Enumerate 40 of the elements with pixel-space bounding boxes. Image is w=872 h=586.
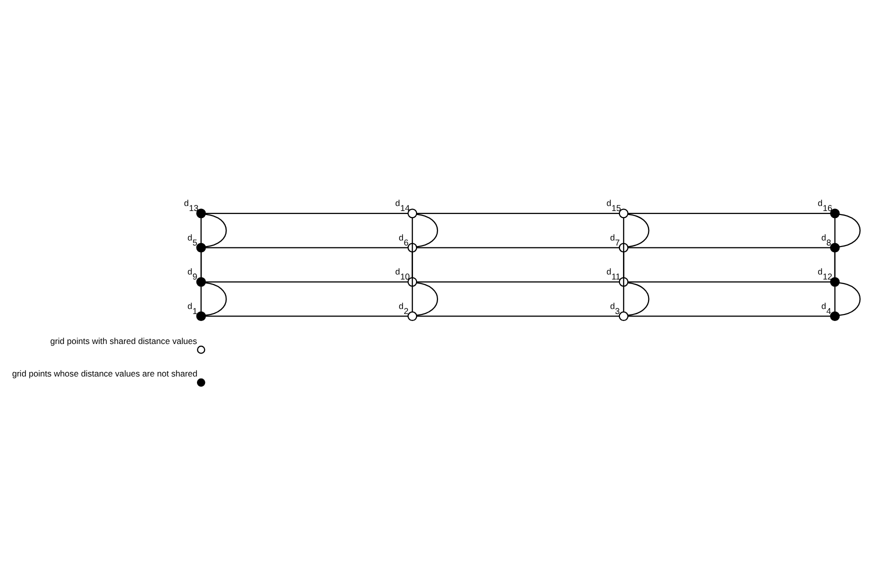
node-circle: [408, 208, 418, 218]
node-circle: [830, 208, 840, 218]
node-circle: [196, 242, 206, 253]
connector: [205, 212, 408, 214]
connector: [416, 214, 438, 248]
connector: [205, 282, 227, 316]
connector: [416, 316, 620, 317]
connector: [205, 247, 408, 248]
connector: [628, 247, 830, 248]
legend-label: grid points whose distance values are not shared: [12, 368, 198, 379]
legend-label: grid points with shared distance values: [50, 336, 198, 346]
connector: [839, 214, 861, 248]
node-circle: [408, 242, 418, 253]
node-circle: [196, 277, 206, 287]
connector: [416, 247, 620, 248]
connector: [205, 316, 408, 317]
connector: [412, 218, 413, 278]
node-circle: [830, 242, 840, 253]
connector: [416, 212, 620, 214]
connector: [200, 218, 202, 278]
connector: [628, 316, 830, 317]
node-circle: [408, 311, 418, 322]
node-circle: [618, 277, 628, 287]
connector: [628, 214, 650, 248]
node-circle: [408, 277, 418, 287]
node-circle: [830, 277, 840, 287]
connector: [416, 281, 620, 282]
node-circle: [830, 311, 840, 322]
connector: [628, 212, 830, 214]
connector: [628, 282, 650, 316]
connector: [628, 281, 830, 282]
node-circle: [618, 311, 628, 322]
connector: [205, 214, 227, 248]
connector: [834, 218, 836, 278]
connector: [205, 281, 408, 282]
connector: [416, 282, 438, 316]
node-circle: [196, 311, 206, 322]
connector: [839, 282, 861, 316]
node-circle: [618, 242, 628, 253]
connector: [623, 218, 624, 278]
